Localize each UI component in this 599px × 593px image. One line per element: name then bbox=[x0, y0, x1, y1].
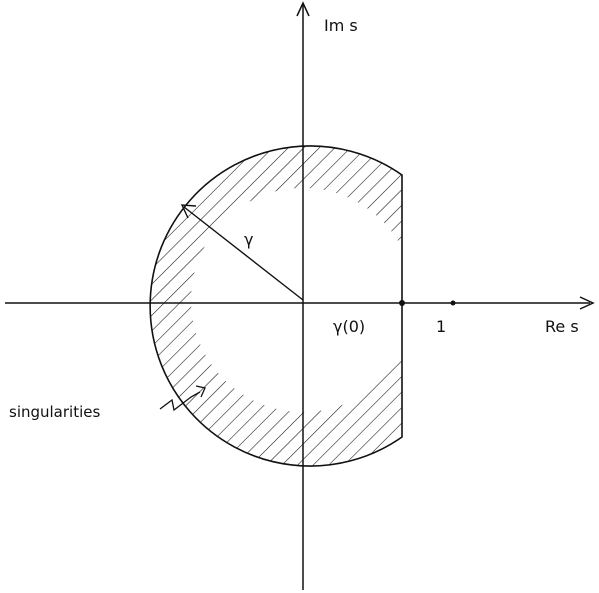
region-boundary bbox=[149, 145, 403, 467]
real-axis-label: Re s bbox=[545, 317, 579, 336]
gamma0-point bbox=[399, 300, 405, 306]
one-label: 1 bbox=[436, 317, 446, 336]
radius-label: γ bbox=[244, 230, 253, 249]
singularities-pointer-arrowhead bbox=[195, 385, 206, 398]
singularities-pointer bbox=[159, 391, 201, 412]
hatched-singularity-band bbox=[150, 146, 402, 467]
gamma0-label: γ(0) bbox=[333, 317, 365, 336]
imaginary-axis-arrowhead bbox=[296, 1, 310, 17]
real-axis-arrowhead bbox=[579, 296, 595, 310]
radius-arrow bbox=[183, 206, 304, 301]
imaginary-axis-label: Im s bbox=[324, 16, 358, 35]
one-point bbox=[450, 300, 456, 306]
radius-arrowhead bbox=[180, 204, 197, 219]
singularities-label: singularities bbox=[9, 403, 100, 421]
